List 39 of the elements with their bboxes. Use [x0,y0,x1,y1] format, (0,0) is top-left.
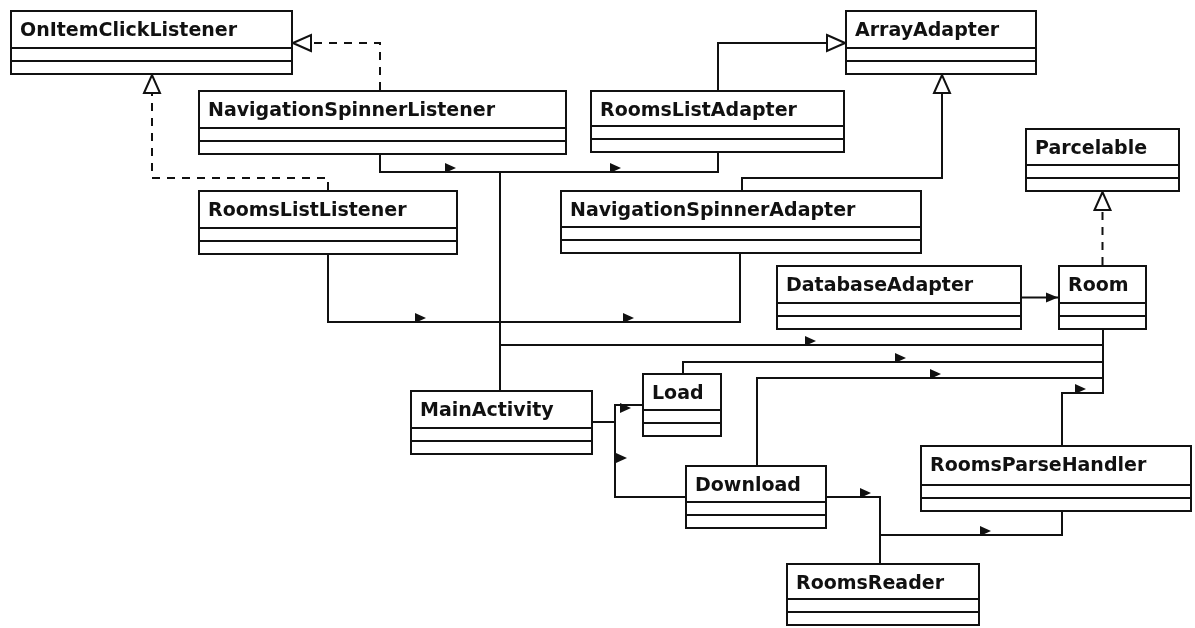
direction-arrow [860,488,871,498]
class-name: NavigationSpinnerAdapter [569,197,857,222]
arrow [1021,292,1059,303]
class-box [642,373,722,437]
class-box [1058,265,1147,330]
class-box [685,465,827,529]
inheritance-arrow [717,34,846,91]
class-name: RoomsReader [795,570,946,595]
class-name: Room [1067,272,1130,297]
class-name: RoomsListListener [207,197,408,222]
class-name: Load [651,380,705,405]
class-box [920,445,1192,512]
class-box [776,265,1022,330]
class-box [198,90,567,155]
class-box [590,90,845,153]
class-box [10,10,293,75]
direction-arrow [616,453,627,463]
association-line [592,421,686,498]
inheritance-arrow [1093,191,1112,266]
class-name: OnItemClickListener [19,17,239,42]
class-name: RoomsParseHandler [929,452,1148,477]
class-name: MainActivity [419,397,555,422]
inheritance-arrow [143,74,329,191]
inheritance-arrow [741,74,951,191]
inheritance-arrow [292,34,381,91]
class-box [786,563,980,626]
class-box [845,10,1037,75]
class-box [410,390,593,455]
class-name: RoomsListAdapter [599,97,798,122]
class-name: NavigationSpinnerListener [207,97,496,122]
class-name: Parcelable [1034,135,1149,160]
association-line [879,511,1063,564]
association-line [1061,329,1104,446]
class-name: Download [694,472,802,497]
class-box [560,190,922,254]
class-name: ArrayAdapter [854,17,1001,42]
class-name: DatabaseAdapter [785,272,975,297]
class-box [1025,128,1180,192]
class-box [198,190,458,255]
